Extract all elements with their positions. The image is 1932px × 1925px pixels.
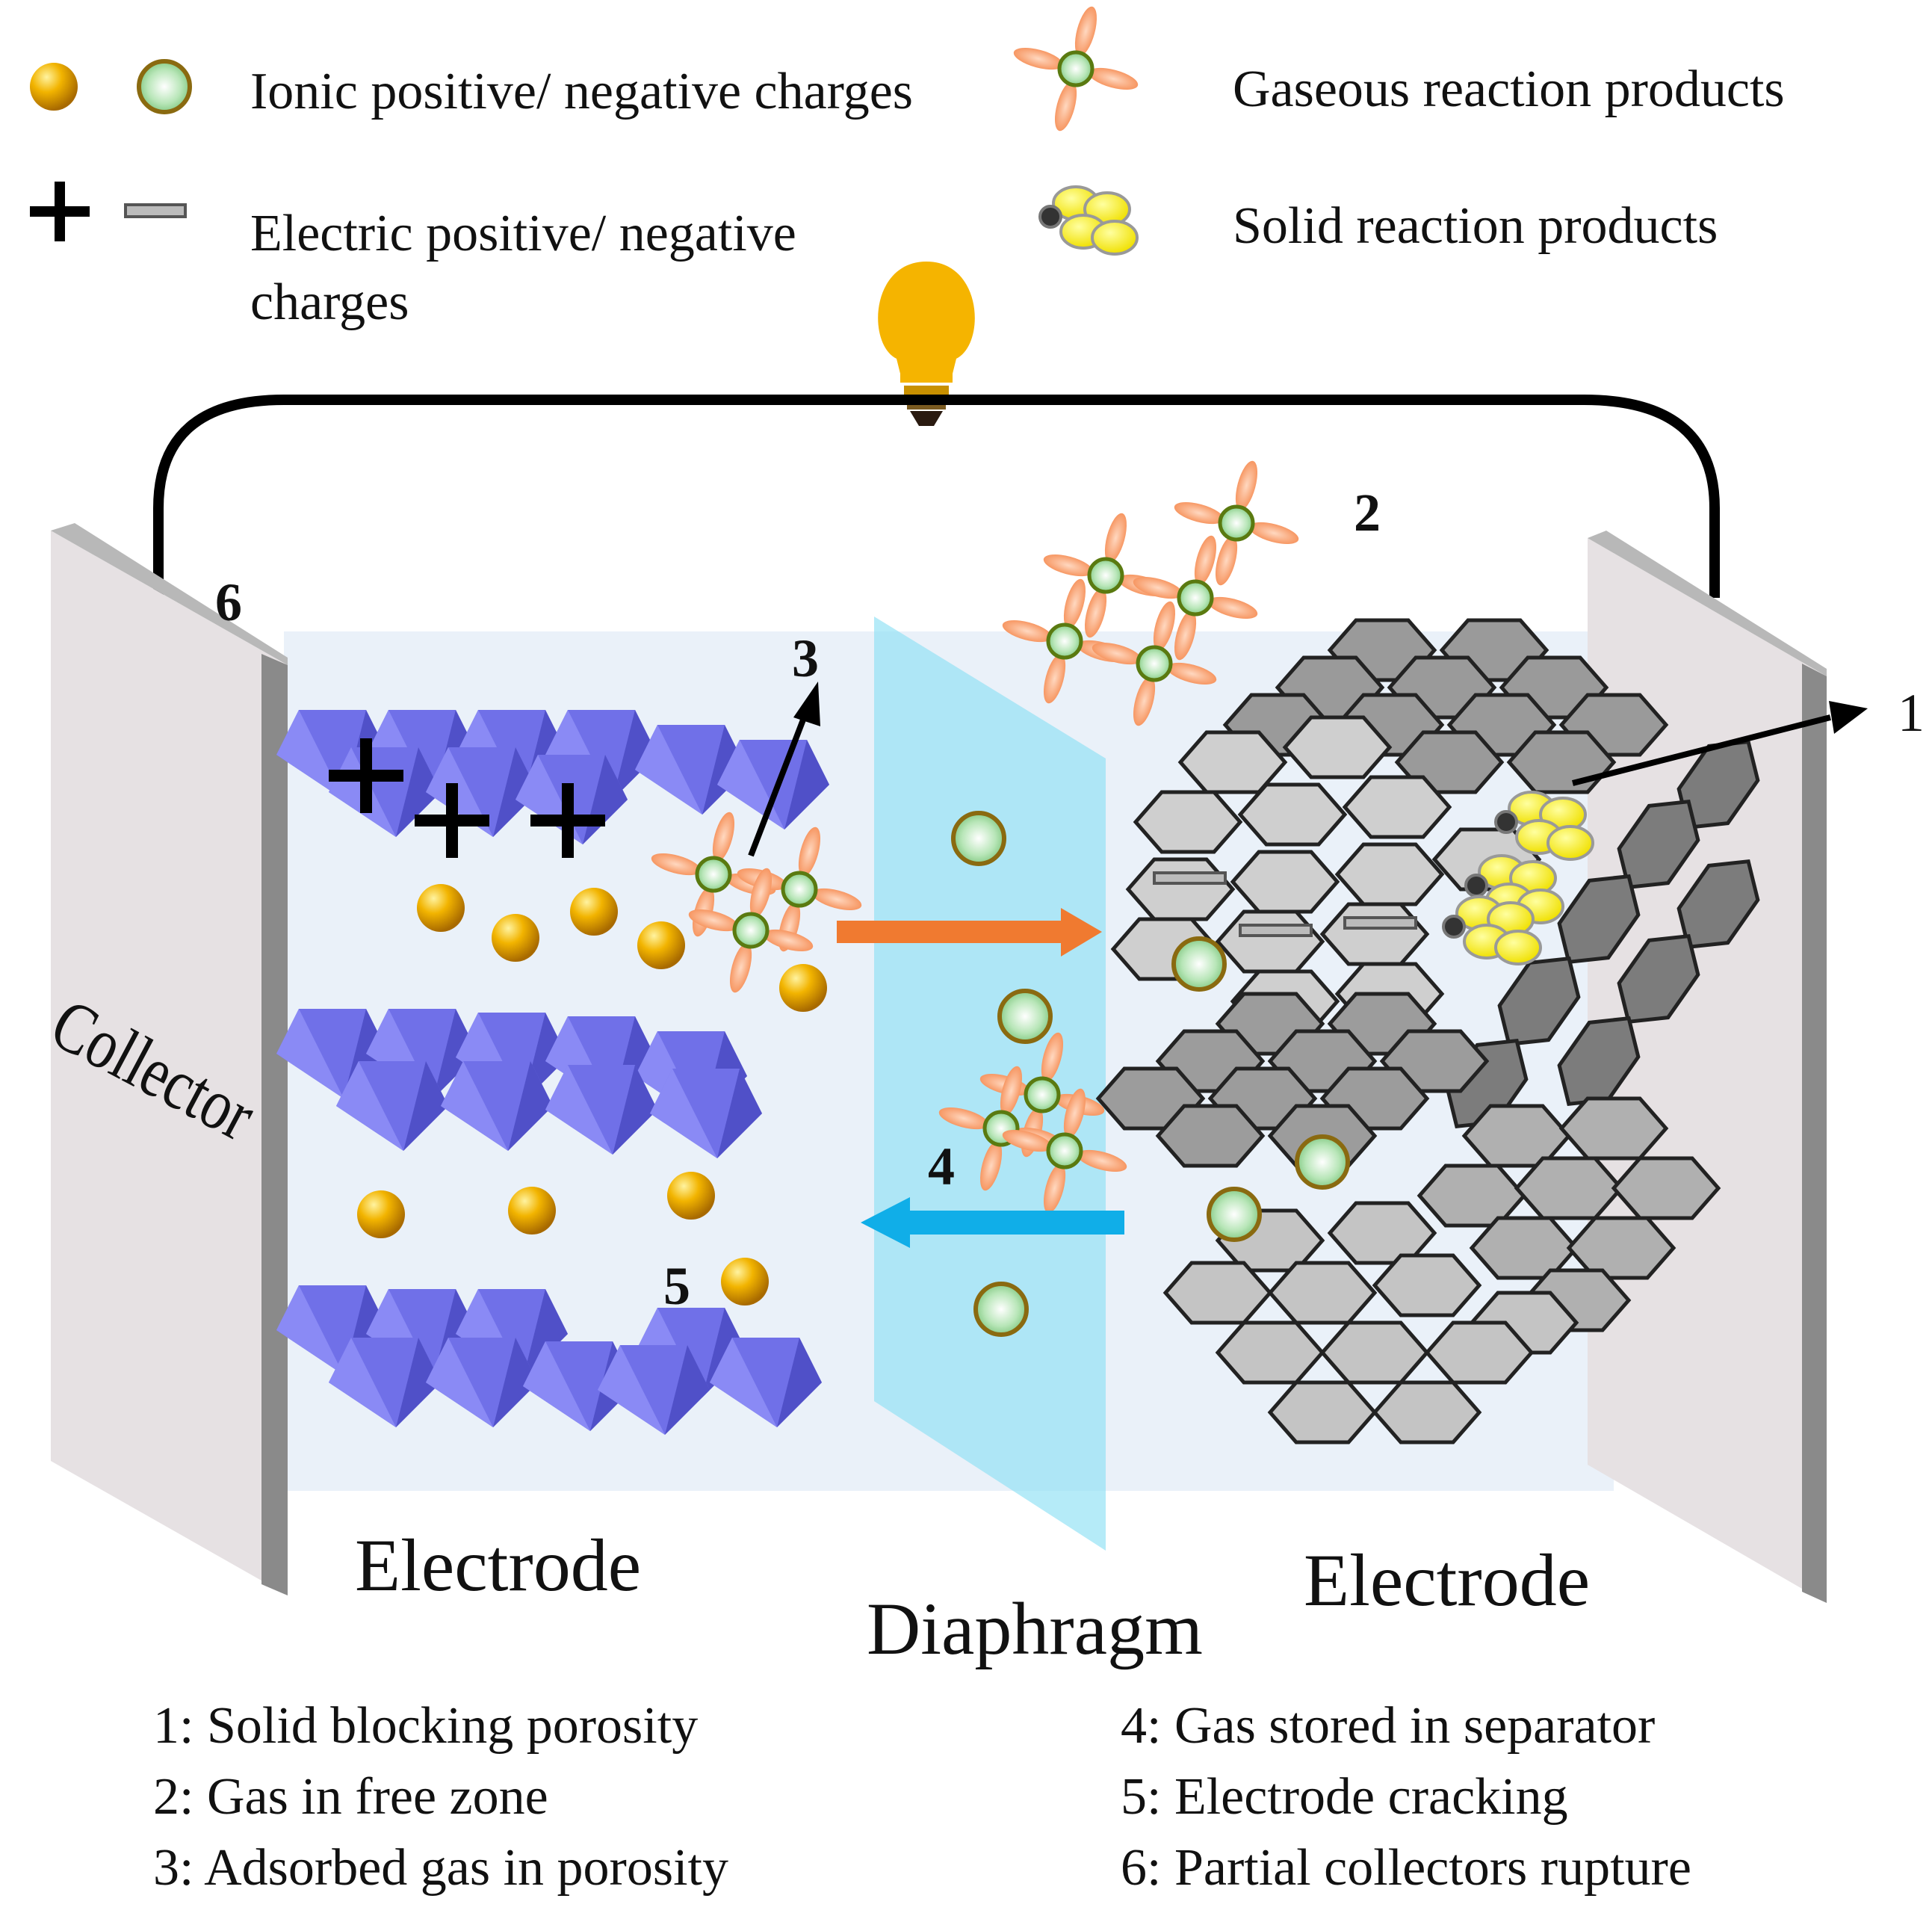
marker-1: 1 <box>1898 683 1925 743</box>
marker-5: 5 <box>663 1256 690 1316</box>
legend-ionic-charges: Ionic positive/ negative charges <box>250 63 914 120</box>
blue-arrow <box>861 1197 1124 1248</box>
marker-3: 3 <box>792 628 819 688</box>
electric-positive-charges <box>329 738 605 858</box>
gaseous-product-legend-icon <box>1012 4 1140 133</box>
caption-4: 4: Gas stored in separator <box>1121 1697 1656 1755</box>
marker-4: 4 <box>928 1137 955 1196</box>
caption-1: 1: Solid blocking porosity <box>153 1697 699 1755</box>
electric-negative-icon <box>124 203 187 218</box>
pointer-arrow-1 <box>1572 701 1868 786</box>
diaphragm-label: Diaphragm <box>867 1587 1203 1670</box>
caption-6: 6: Partial collectors rupture <box>1121 1839 1691 1897</box>
right-electrode-sheets <box>1098 620 1773 1442</box>
left-collector <box>51 523 288 1595</box>
legend-electric-charges-line2: charges <box>250 274 409 331</box>
caption-3: 3: Adsorbed gas in porosity <box>153 1839 728 1897</box>
orange-arrow <box>837 908 1102 957</box>
marker-2: 2 <box>1354 483 1381 543</box>
marker-6: 6 <box>215 572 242 632</box>
left-electrode-layers <box>276 710 829 1435</box>
electric-positive-icon <box>30 182 90 241</box>
legend <box>30 4 1140 256</box>
negative-ion-legend-icon <box>139 61 190 112</box>
solid-product-legend-icon <box>1038 185 1139 256</box>
electrode-right-label: Electrode <box>1304 1539 1591 1622</box>
legend-gaseous-products: Gaseous reaction products <box>1233 61 1785 118</box>
caption-2: 2: Gas in free zone <box>153 1768 548 1826</box>
positive-ion-legend-icon <box>30 63 78 111</box>
electric-negative-charges <box>1153 871 1417 937</box>
right-collector <box>1588 531 1827 1603</box>
pointer-arrow-3 <box>748 682 820 857</box>
electrode-left-label: Electrode <box>355 1524 642 1607</box>
legend-solid-products: Solid reaction products <box>1233 197 1718 255</box>
light-bulb-icon <box>878 262 975 426</box>
external-circuit-wire <box>153 395 1720 598</box>
caption-5: 5: Electrode cracking <box>1121 1768 1568 1826</box>
legend-electric-charges-line1: Electric positive/ negative <box>250 205 796 262</box>
